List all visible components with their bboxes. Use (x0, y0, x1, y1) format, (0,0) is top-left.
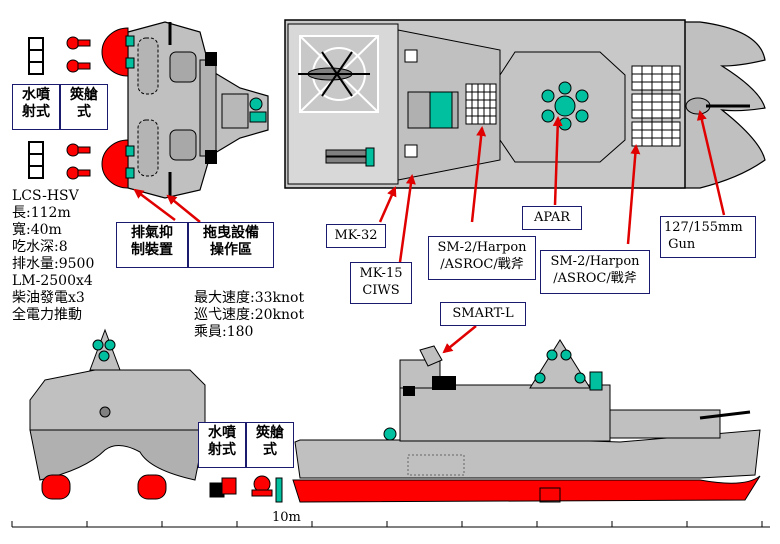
spec-line-5: LM-2500x4 (12, 273, 93, 289)
callout-arrows (133, 110, 726, 354)
scale-bar (11, 521, 770, 528)
waterjet-icon-lower (28, 141, 44, 179)
label-mk15: MK-15 CIWS (350, 262, 412, 304)
propulsion-icons (209, 475, 283, 503)
spec-line-1: 長:112m (12, 205, 71, 221)
label-mk32: MK-32 (326, 224, 386, 248)
mk32-icon (325, 147, 375, 167)
label-exhaust: 排氣抑 制裝置 (116, 222, 188, 268)
speed-line-0: 最大速度:33knot (194, 290, 305, 306)
label-pod-upper: 筴艙 式 (60, 84, 108, 130)
speed-line-1: 巡弋速度:20knot (194, 307, 305, 323)
spec-line-6: 柴油發電x3 (12, 290, 85, 306)
side-profile (292, 339, 761, 503)
speed-list: 最大速度:33knot 巡弋速度:20knot 乘員:180 (194, 290, 304, 341)
spec-line-3: 吃水深:8 (12, 239, 68, 255)
label-towing: 拖曳設備 操作區 (188, 222, 274, 268)
vls-grid-aft (465, 83, 497, 125)
label-apar: APAR (522, 206, 582, 230)
rear-hull-top (127, 21, 269, 199)
spec-list: LCS-HSV 長:112m 寬:40m 吃水深:8 排水量:9500 LM-2… (12, 188, 94, 324)
speed-line-2: 乘員:180 (194, 324, 254, 340)
label-waterjet-upper: 水噴 射式 (12, 84, 60, 130)
helicopter-icon (298, 51, 370, 97)
rear-profile (29, 328, 206, 500)
waterjet-icon-upper (28, 37, 44, 75)
label-smart-l: SMART-L (440, 302, 526, 326)
rear-top-view (28, 21, 269, 199)
vls-grid-forward (631, 65, 681, 147)
gun-icon (685, 97, 750, 115)
label-pod-lower: 筴艙 式 (246, 422, 294, 468)
label-sm2-forward: SM-2/Harpon /ASROC/戰斧 (540, 250, 650, 294)
label-sm2-aft: SM-2/Harpon /ASROC/戰斧 (428, 236, 536, 280)
label-waterjet-lower: 水噴 射式 (198, 422, 246, 468)
spec-line-2: 寬:40m (12, 222, 62, 238)
spec-line-7: 全電力推動 (12, 307, 82, 323)
apar-icon (541, 81, 589, 131)
label-gun: 127/155mm Gun (660, 216, 756, 258)
main-top-view (284, 19, 766, 189)
pod-icons (66, 36, 91, 180)
spec-line-0: LCS-HSV (12, 188, 79, 204)
spec-line-4: 排水量:9500 (12, 256, 95, 272)
scale-label: 10m (272, 510, 301, 525)
